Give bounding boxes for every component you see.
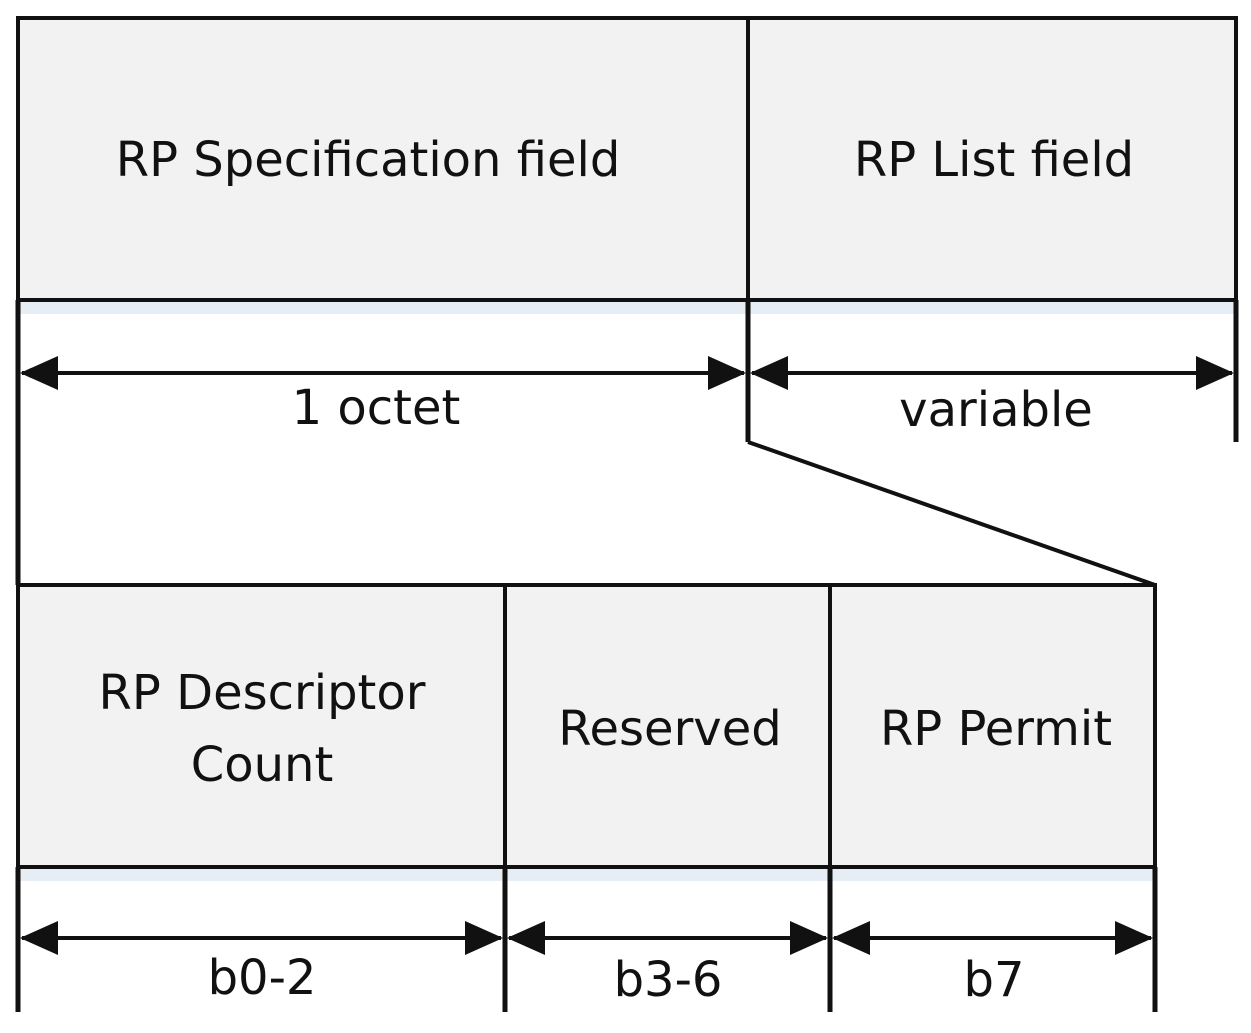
top-row: RP Specification field RP List field bbox=[16, 16, 1238, 314]
rp-permit-label: RP Permit bbox=[880, 701, 1112, 757]
octet-size-label: 1 octet bbox=[292, 380, 461, 436]
rp-permit-box bbox=[828, 583, 1157, 869]
octet-arrowhead-left bbox=[20, 356, 58, 390]
b0-2-size-label: b0-2 bbox=[208, 950, 317, 1006]
rp-descriptor-count-label-line1: RP Descriptor bbox=[99, 665, 426, 721]
top-shadow bbox=[18, 300, 1236, 314]
b3-6-arrowhead-left bbox=[507, 921, 545, 955]
octet-arrowhead-right bbox=[708, 356, 746, 390]
b3-6-size-label: b3-6 bbox=[614, 952, 723, 1008]
b7-arrowhead-left bbox=[832, 921, 870, 955]
b0-2-arrowhead-right bbox=[465, 921, 503, 955]
reserved-box bbox=[503, 583, 832, 869]
bottom-shadow bbox=[18, 867, 1155, 881]
bottom-row: RP Descriptor Count Reserved RP Permit bbox=[16, 583, 1157, 881]
b0-2-arrowhead-left bbox=[20, 921, 58, 955]
variable-size-label: variable bbox=[899, 382, 1093, 438]
rp-list-field-box bbox=[746, 16, 1238, 302]
b7-arrowhead-right bbox=[1115, 921, 1153, 955]
expansion-diagonal bbox=[747, 440, 1156, 587]
rp-descriptor-count-label-line2: Count bbox=[191, 737, 334, 793]
variable-arrowhead-right bbox=[1196, 356, 1234, 390]
rp-descriptor-count-box bbox=[16, 583, 507, 869]
bottom-size-indicators: b0-2 b3-6 b7 bbox=[15, 867, 1158, 1012]
top-size-indicators: 1 octet variable bbox=[15, 300, 1239, 585]
reserved-label: Reserved bbox=[558, 701, 781, 757]
rp-list-field-label: RP List field bbox=[854, 132, 1134, 188]
b7-size-label: b7 bbox=[963, 952, 1024, 1008]
b3-6-arrowhead-right bbox=[790, 921, 828, 955]
rp-specification-field-label: RP Specification field bbox=[116, 132, 621, 188]
variable-arrowhead-left bbox=[750, 356, 788, 390]
rp-specification-field-box bbox=[16, 16, 750, 302]
